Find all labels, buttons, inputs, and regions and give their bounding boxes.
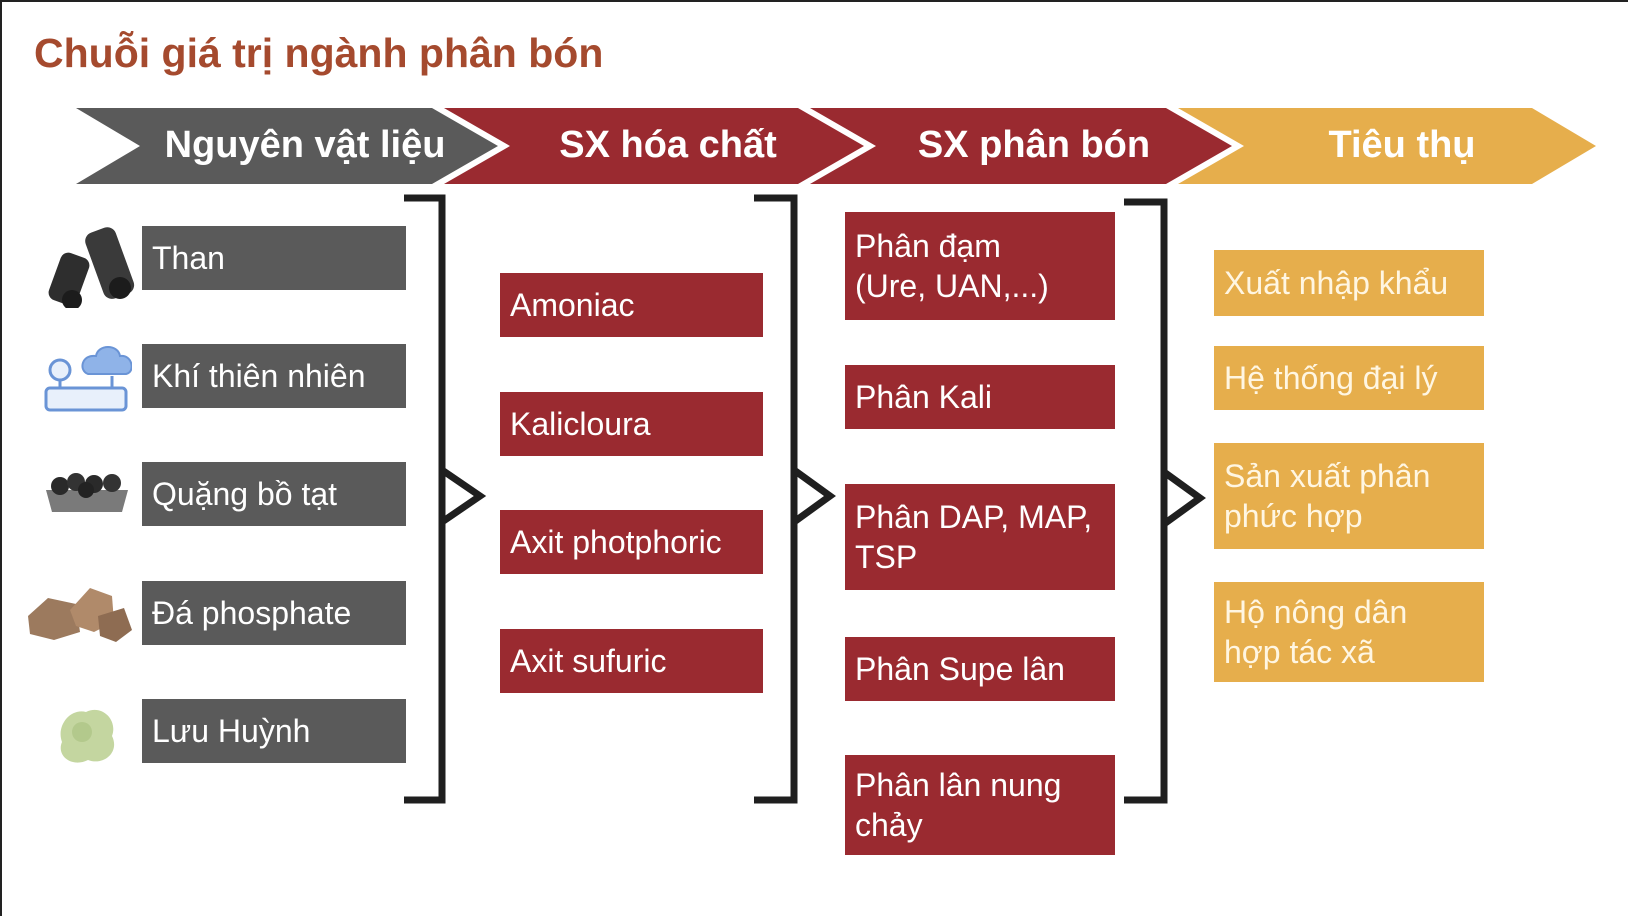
- stage-label-fertilizer: SX phân bón: [917, 124, 1151, 166]
- consumption-label: Hệ thống đại lý: [1224, 360, 1438, 396]
- natural-gas-icon: [44, 346, 132, 412]
- consumption-label: Sản xuất phân phức hợp: [1224, 458, 1431, 534]
- fertilizer-potassium: Phân Kali: [845, 365, 1115, 429]
- chemical-potassium-chloride: Kalicloura: [500, 392, 763, 456]
- sulfur-icon: [60, 709, 115, 763]
- consumption-label: Xuất nhập khẩu: [1224, 265, 1449, 301]
- stage-label-raw: Nguyên vật liệu: [164, 124, 446, 166]
- fertilizer-label: Phân Kali: [855, 379, 992, 415]
- coal-icon: [48, 227, 135, 308]
- fertilizer-superphosphate: Phân Supe lân: [845, 637, 1115, 701]
- bracket-chemical-to-fertilizer: [754, 194, 836, 804]
- bracket-raw-to-chemical: [404, 194, 487, 804]
- consumption-label: Hộ nông dân hợp tác xã: [1224, 594, 1408, 670]
- raw-material-phosphate-rock: Đá phosphate: [142, 581, 406, 645]
- stage-label-chemical: SX hóa chất: [559, 124, 777, 166]
- raw-material-label: Lưu Huỳnh: [152, 713, 311, 749]
- stage-chevron-chemical: [444, 108, 864, 184]
- bracket-fertilizer-to-consumption: [1124, 198, 1206, 804]
- consumption-dealer-system: Hệ thống đại lý: [1214, 346, 1484, 410]
- chemical-label: Amoniac: [510, 287, 635, 323]
- raw-material-sulfur: Lưu Huỳnh: [142, 699, 406, 763]
- chemical-label: Axit photphoric: [510, 524, 722, 560]
- raw-material-label: Khí thiên nhiên: [152, 358, 366, 394]
- stage-chevron-raw: [76, 108, 498, 184]
- chemical-label: Axit sufuric: [510, 643, 667, 679]
- consumption-import-export: Xuất nhập khẩu: [1214, 250, 1484, 316]
- consumption-farm-households: Hộ nông dân hợp tác xã: [1214, 582, 1484, 682]
- fertilizer-label: Phân đạm (Ure, UAN,...): [855, 228, 1049, 304]
- chemical-label: Kalicloura: [510, 406, 651, 442]
- fertilizer-label: Phân DAP, MAP, TSP: [855, 499, 1093, 575]
- stage-label-consumption: Tiêu thụ: [1328, 124, 1476, 166]
- raw-material-potash-ore: Quặng bồ tạt: [142, 462, 406, 526]
- raw-material-natural-gas: Khí thiên nhiên: [142, 344, 406, 408]
- raw-material-label: Quặng bồ tạt: [152, 476, 338, 512]
- raw-material-coal: Than: [142, 226, 406, 290]
- potash-ore-icon: [46, 473, 128, 512]
- raw-material-label: Than: [152, 240, 225, 276]
- chemical-phosphoric-acid: Axit photphoric: [500, 510, 763, 574]
- fertilizer-label: Phân Supe lân: [855, 651, 1065, 687]
- stage-chevron-fertilizer: [810, 108, 1232, 184]
- fertilizer-dap-map-tsp: Phân DAP, MAP, TSP: [845, 484, 1115, 590]
- consumption-compound-production: Sản xuất phân phức hợp: [1214, 443, 1484, 549]
- page-title: Chuỗi giá trị ngành phân bón: [34, 30, 604, 76]
- chemical-ammonia: Amoniac: [500, 273, 763, 337]
- fertilizer-fused-phosphate: Phân lân nung chảy: [845, 755, 1115, 855]
- chemical-sulfuric-acid: Axit sufuric: [500, 629, 763, 693]
- raw-material-label: Đá phosphate: [152, 595, 352, 631]
- fertilizer-label: Phân lân nung chảy: [855, 767, 1062, 843]
- fertilizer-nitrogen: Phân đạm (Ure, UAN,...): [845, 212, 1115, 320]
- stage-chevron-consumption: [1178, 108, 1596, 184]
- phosphate-rock-icon: [28, 588, 132, 642]
